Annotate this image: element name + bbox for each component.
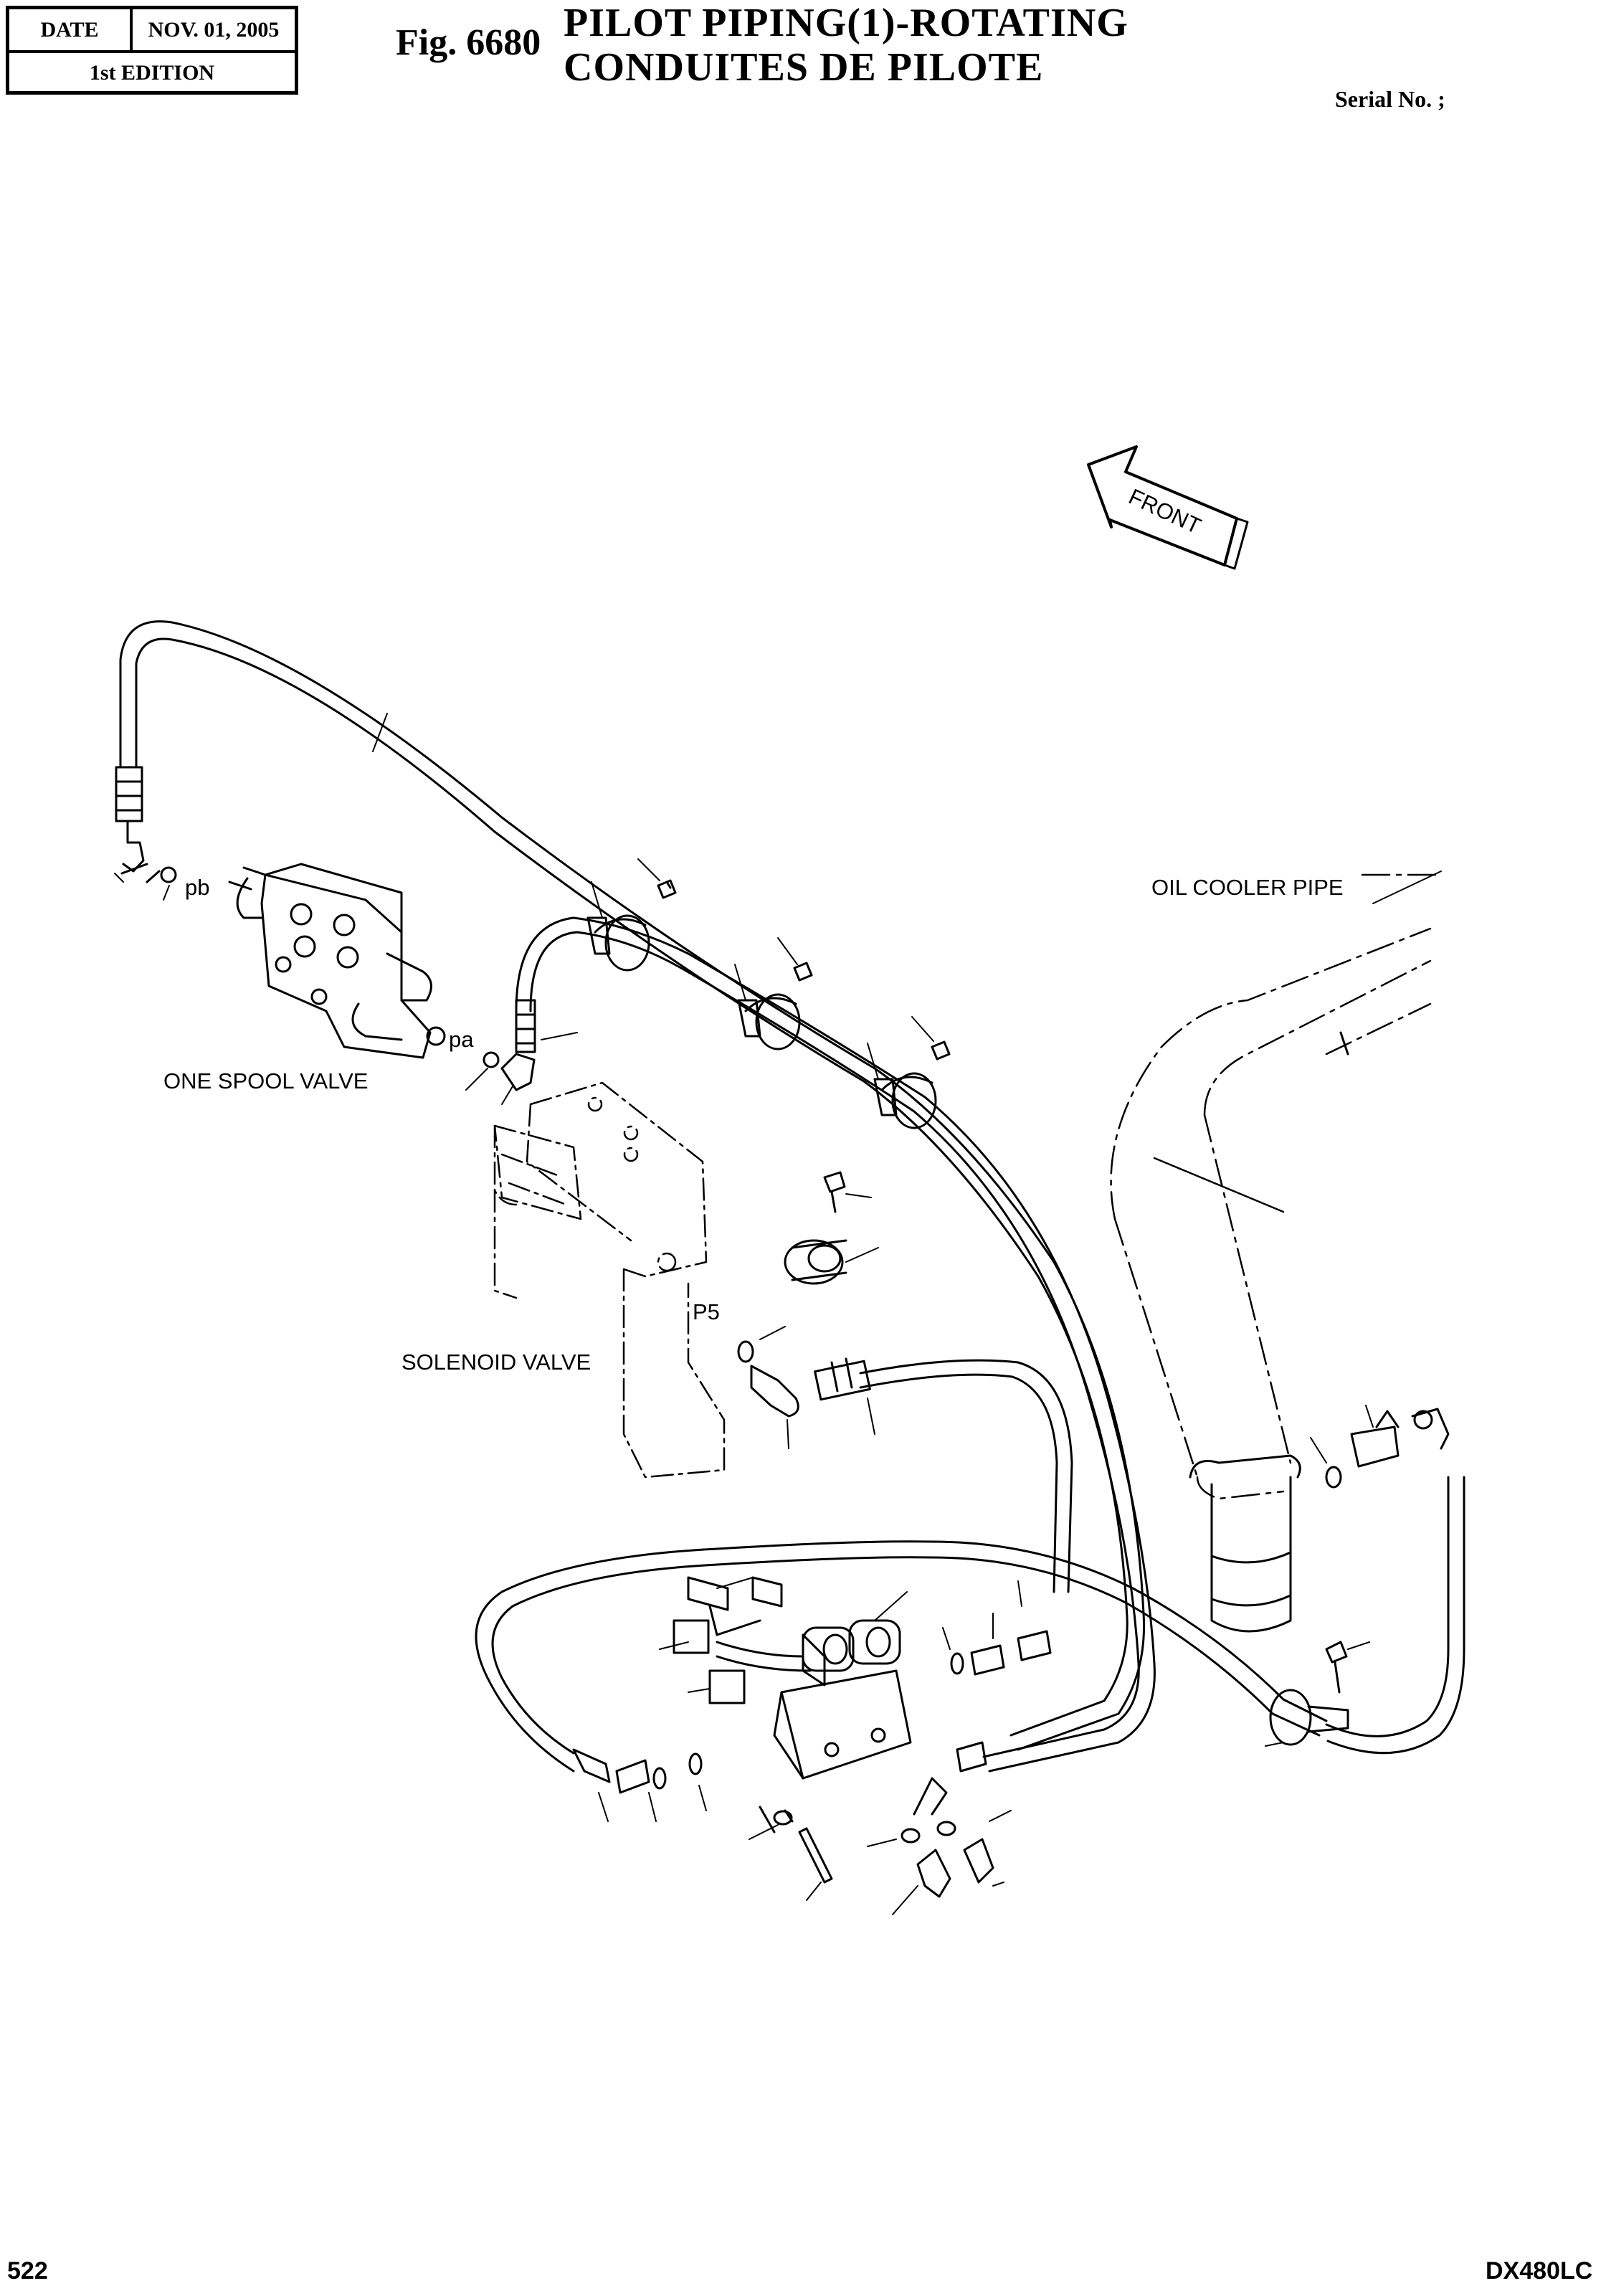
right-manifold-fittings (942, 1613, 1052, 1676)
model-number: DX480LC (1486, 2257, 1593, 2285)
title-french: CONDUITES DE PILOTE (564, 45, 1044, 90)
oil-cooler-pipe-label: OIL COOLER PIPE (1151, 875, 1344, 900)
date-value: NOV. 01, 2005 (148, 17, 280, 42)
page-number: 522 (7, 2257, 48, 2285)
lower-fittings (572, 1748, 833, 1901)
p5-fittings (737, 1326, 875, 1449)
one-spool-valve-label: ONE SPOOL VALVE (163, 1068, 368, 1094)
right-vertical-hose (1325, 1476, 1465, 1755)
third-pilot-hose (859, 1359, 1073, 1593)
front-arrow: FRONT (1087, 445, 1249, 570)
one-spool-valve (228, 863, 446, 1059)
pipe-clamps (586, 858, 951, 1129)
right-elbow-fittings (1310, 1405, 1450, 1489)
solenoid-valve (493, 1081, 726, 1479)
edition-text: 1st EDITION (89, 61, 215, 85)
pa-port-label: pa (449, 1027, 474, 1052)
manifold-connectors (659, 1619, 746, 1704)
date-label: DATE (9, 9, 133, 50)
figure-number: Fig. 6680 (396, 22, 541, 63)
main-pilot-hose (119, 620, 1146, 1751)
lower-loop-hose (475, 1540, 1328, 1773)
title-english: PILOT PIPING(1)-ROTATING (564, 1, 1129, 45)
solenoid-manifold (687, 1576, 912, 1780)
bottom-tee-fittings (867, 1741, 1012, 1915)
date-row: DATE NOV. 01, 2005 (9, 9, 295, 53)
serial-number: Serial No. ; (1335, 86, 1445, 112)
second-pilot-hose (515, 916, 1156, 1773)
upper-left-fittings (114, 766, 177, 901)
date-box: DATE NOV. 01, 2005 1st EDITION (6, 6, 298, 95)
p5-port-label: P5 (693, 1299, 720, 1324)
solenoid-valve-label: SOLENOID VALVE (402, 1349, 591, 1375)
oil-cooler-pipe (1110, 873, 1443, 1500)
bolt-and-grommet (784, 1171, 879, 1285)
pb-port-label: pb (185, 875, 209, 900)
oil-cooler-clamp (1189, 1031, 1349, 1633)
edition-row: 1st EDITION (9, 53, 295, 93)
right-lower-clamp (1265, 1641, 1370, 1747)
pa-fittings (465, 999, 578, 1105)
leader-lines (372, 713, 1022, 1607)
